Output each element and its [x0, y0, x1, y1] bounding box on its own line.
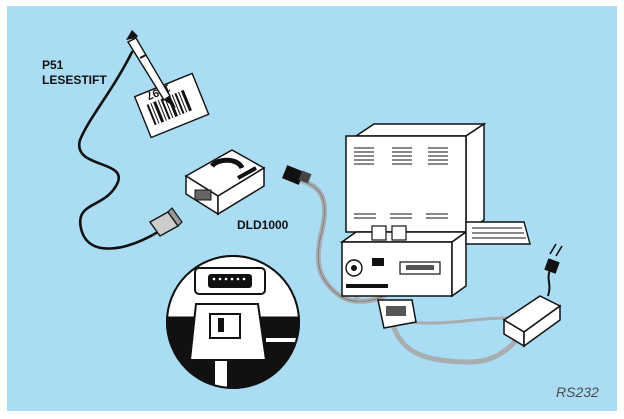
computer-icon — [339, 122, 487, 298]
pen-label-line1: P51 — [42, 58, 64, 72]
adapter-cable — [406, 316, 510, 325]
decoder-label: DLD1000 — [237, 218, 289, 232]
pen-connector — [148, 207, 183, 237]
keyboard-icon — [465, 221, 531, 245]
pen-cable — [77, 50, 160, 250]
rs232-cable — [389, 319, 523, 365]
rs232-connector — [377, 299, 417, 329]
pen-label-line2: LESESTIFT — [42, 73, 107, 87]
connector-zoom-icon — [166, 255, 300, 389]
barcode-pen-icon — [126, 30, 176, 108]
power-plug-icon — [544, 243, 563, 274]
decoder-cable-plug — [282, 165, 312, 185]
interface-label: RS232 — [556, 384, 599, 400]
power-adapter-icon — [502, 295, 562, 348]
decoder-box-icon — [184, 149, 266, 216]
pen-label: P51 LESESTIFT — [42, 58, 107, 88]
